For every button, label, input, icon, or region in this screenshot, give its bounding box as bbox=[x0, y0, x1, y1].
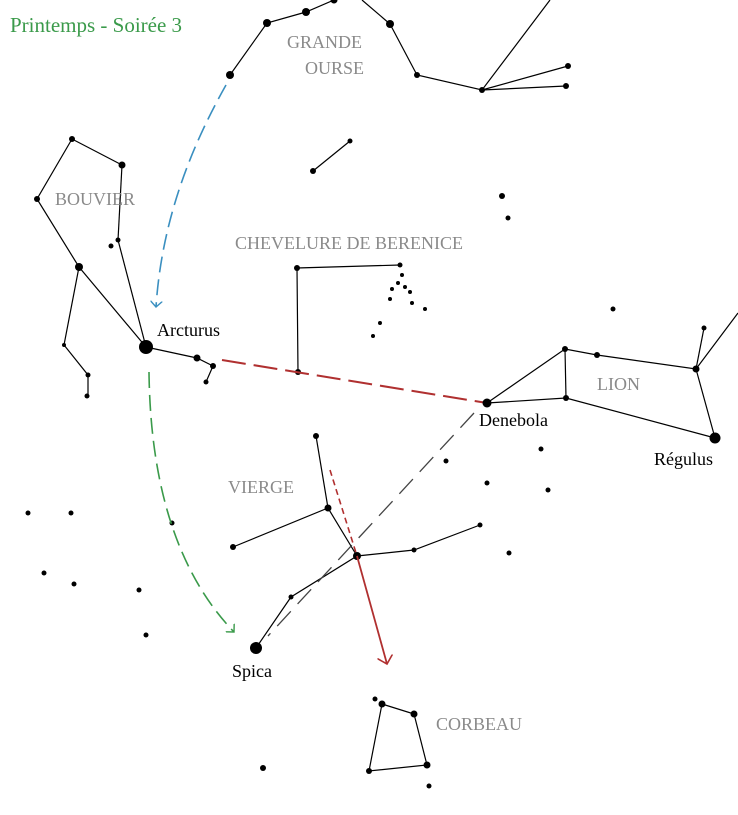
star-dot bbox=[506, 550, 512, 556]
star-dot bbox=[347, 138, 353, 144]
star-dot bbox=[563, 395, 569, 401]
arcturus-spica-arrow bbox=[148, 371, 234, 632]
star-dot bbox=[263, 19, 271, 27]
vierge-corbeau-dashed bbox=[329, 469, 358, 557]
arcturus-star bbox=[139, 340, 153, 354]
star-dot bbox=[565, 63, 571, 69]
star-dot bbox=[136, 587, 142, 593]
star-dot bbox=[62, 343, 66, 347]
star-dot bbox=[69, 136, 75, 142]
bouvier-label: BOUVIER bbox=[55, 189, 135, 209]
star-dot bbox=[403, 285, 407, 289]
grande-ourse-label-2: OURSE bbox=[305, 58, 364, 78]
grande-ourse-constellation bbox=[226, 0, 571, 93]
star-dot bbox=[484, 480, 490, 486]
star-dot bbox=[388, 297, 392, 301]
star-dot bbox=[71, 581, 77, 587]
star-dot bbox=[692, 365, 700, 373]
chevelure-label: CHEVELURE DE BERENICE bbox=[235, 233, 463, 253]
vierge-constellation bbox=[230, 433, 483, 654]
arcturus-label: Arcturus bbox=[157, 320, 220, 340]
star-dot bbox=[210, 363, 216, 369]
star-dot bbox=[562, 346, 568, 352]
lion-label: LION bbox=[597, 374, 640, 394]
star-dot bbox=[594, 352, 600, 358]
star-dot bbox=[426, 783, 432, 789]
star-dot bbox=[226, 71, 234, 79]
lion-constellation bbox=[482, 312, 738, 444]
star-dot bbox=[414, 72, 420, 78]
star-dot bbox=[423, 307, 427, 311]
star-dot bbox=[372, 696, 378, 702]
star-dot bbox=[108, 243, 114, 249]
corbeau-constellation bbox=[366, 696, 432, 789]
star-dot bbox=[230, 544, 236, 550]
chevelure-constellation bbox=[294, 262, 427, 375]
bouvier-constellation bbox=[34, 136, 216, 399]
star-dot bbox=[288, 594, 294, 600]
star-dot bbox=[423, 761, 431, 769]
star-dot bbox=[378, 321, 382, 325]
spica-label: Spica bbox=[232, 661, 272, 681]
regulus-star bbox=[709, 432, 721, 444]
star-dot bbox=[477, 522, 483, 528]
star-dot bbox=[410, 301, 414, 305]
star-dot bbox=[499, 193, 505, 199]
star-dot bbox=[701, 325, 707, 331]
star-dot bbox=[563, 83, 569, 89]
chart-title: Printemps - Soirée 3 bbox=[10, 13, 182, 37]
star-dot bbox=[505, 215, 511, 221]
star-dot bbox=[68, 510, 74, 516]
star-dot bbox=[366, 768, 372, 774]
spica-star bbox=[250, 642, 262, 654]
vierge-corbeau-arrow bbox=[356, 555, 387, 664]
star-dot bbox=[85, 372, 91, 378]
regulus-label: Régulus bbox=[654, 449, 713, 469]
denebola-label: Denebola bbox=[479, 410, 548, 430]
star-dot bbox=[324, 504, 332, 512]
star-dot bbox=[203, 379, 209, 385]
star-dot bbox=[75, 263, 83, 271]
star-dot bbox=[193, 354, 201, 362]
denebola-spica-line bbox=[267, 412, 475, 637]
star-dot bbox=[386, 20, 394, 28]
star-dot bbox=[310, 168, 316, 174]
star-dot bbox=[294, 265, 300, 271]
star-dot bbox=[302, 8, 310, 16]
star-dot bbox=[260, 765, 266, 771]
star-dot bbox=[397, 262, 403, 268]
star-dot bbox=[143, 632, 149, 638]
ourse-arcturus-arrow bbox=[156, 84, 227, 307]
denebola-star bbox=[482, 398, 492, 408]
star-dot bbox=[443, 458, 449, 464]
star-dot bbox=[408, 290, 412, 294]
star-dot bbox=[396, 281, 400, 285]
star-dot bbox=[390, 287, 394, 291]
arcturus-denebola-line bbox=[221, 359, 488, 404]
star-dot bbox=[538, 446, 544, 452]
scattered-stars bbox=[25, 446, 551, 771]
star-dot bbox=[84, 393, 90, 399]
star-dot bbox=[400, 273, 404, 277]
star-dot bbox=[411, 547, 417, 553]
star-dot bbox=[610, 306, 616, 312]
star-dot bbox=[410, 710, 418, 718]
star-dot bbox=[371, 334, 375, 338]
small-star-pair bbox=[310, 138, 616, 312]
star-dot bbox=[479, 87, 485, 93]
vierge-label: VIERGE bbox=[228, 477, 294, 497]
star-dot bbox=[378, 700, 386, 708]
star-dot bbox=[118, 161, 126, 169]
star-dot bbox=[115, 237, 121, 243]
star-dot bbox=[330, 0, 338, 4]
star-dot bbox=[34, 196, 40, 202]
corbeau-label: CORBEAU bbox=[436, 714, 522, 734]
star-dot bbox=[25, 510, 31, 516]
star-dot bbox=[313, 433, 319, 439]
grande-ourse-label-1: GRANDE bbox=[287, 32, 362, 52]
star-dot bbox=[545, 487, 551, 493]
star-dot bbox=[41, 570, 47, 576]
